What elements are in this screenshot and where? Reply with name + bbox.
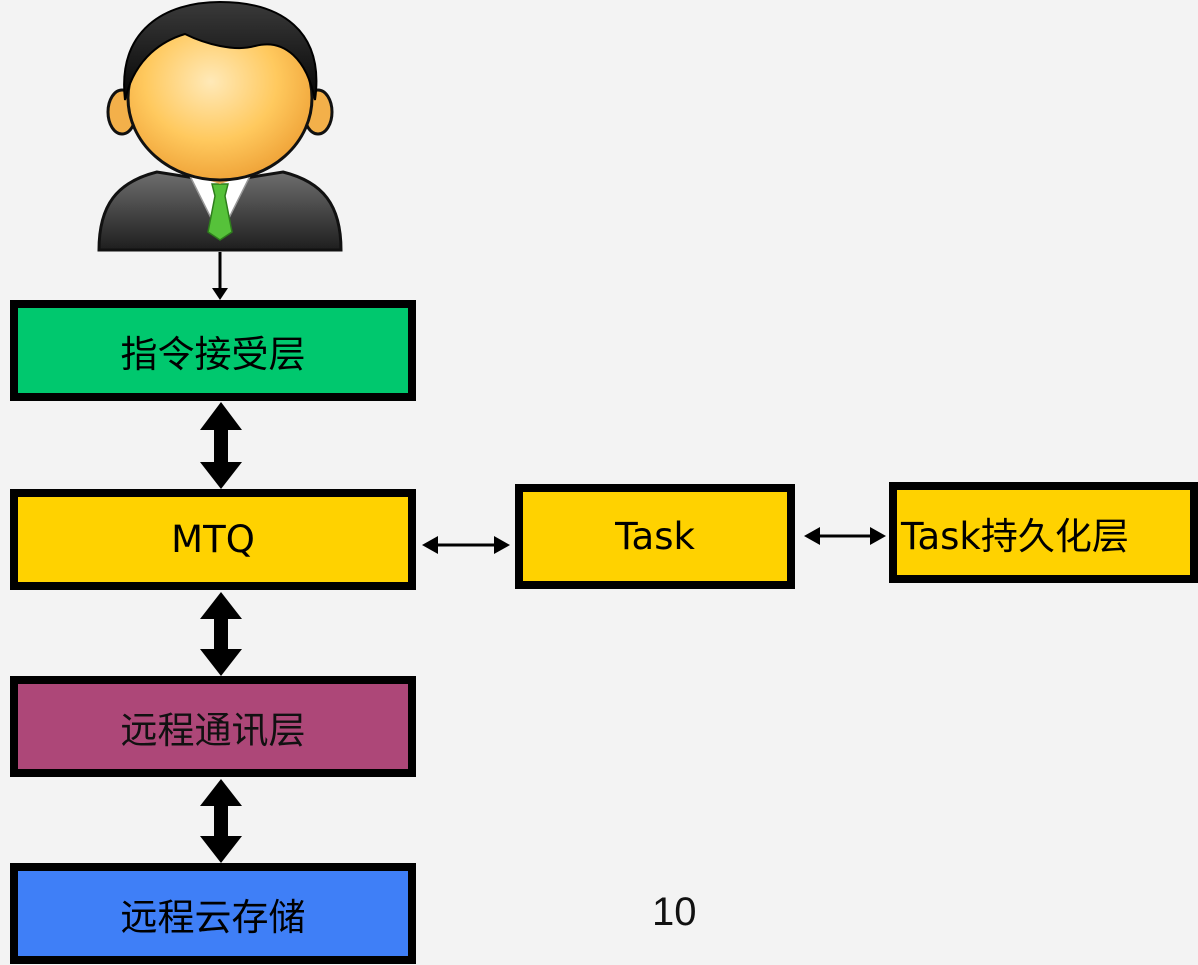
task-label: Task (615, 515, 695, 558)
arrow-remote-comm-storage (200, 779, 242, 863)
task-node: Task (515, 484, 795, 589)
arrow-task-persistence (804, 527, 886, 545)
page-number: 10 (652, 890, 697, 934)
command-layer-label: 指令接受层 (120, 332, 306, 376)
mtq-node: MTQ (10, 489, 416, 590)
remote-storage-node: 远程云存储 (10, 863, 416, 964)
remote-comm-label: 远程通讯层 (120, 708, 306, 752)
arrow-mtq-task (422, 536, 510, 554)
user-avatar-icon (97, 0, 343, 252)
mtq-label: MTQ (171, 518, 255, 561)
task-persistence-label: Task持久化层 (901, 514, 1129, 558)
arrow-user-to-command (212, 252, 228, 300)
arrow-mtq-remote-comm (200, 592, 242, 676)
command-layer-node: 指令接受层 (10, 300, 416, 401)
task-persistence-node: Task持久化层 (889, 482, 1198, 583)
remote-comm-node: 远程通讯层 (10, 676, 416, 777)
remote-storage-label: 远程云存储 (120, 895, 306, 939)
arrow-command-mtq (200, 402, 242, 489)
